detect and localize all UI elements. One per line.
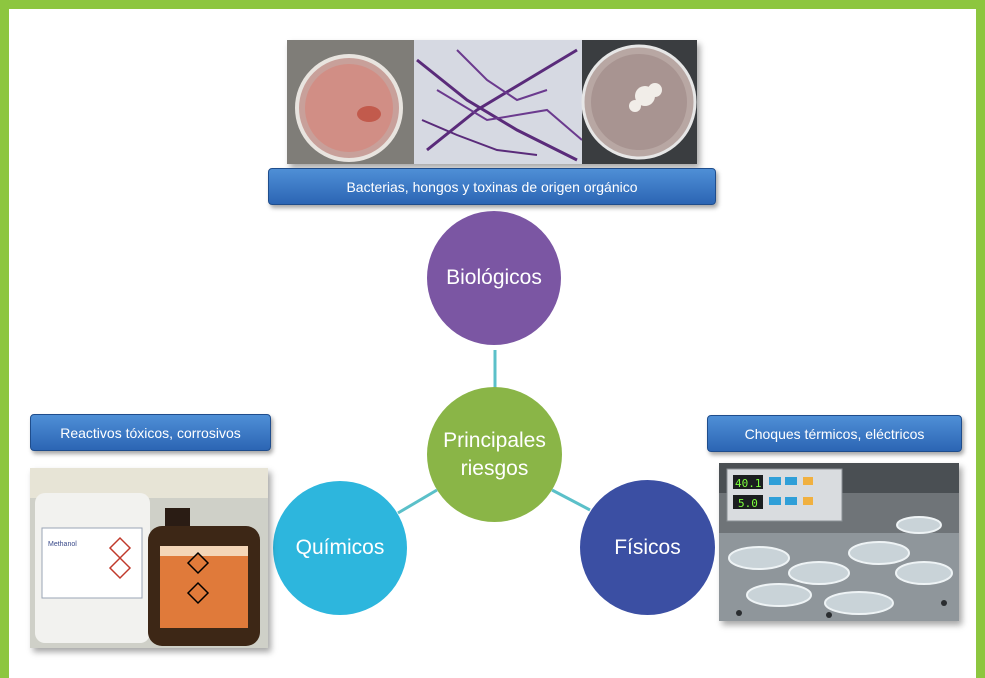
- phys-caption: Choques térmicos, eléctricos: [707, 415, 962, 452]
- center-node: Principales riesgos: [427, 387, 562, 522]
- fisicos-label: Físicos: [614, 535, 681, 559]
- incubator-display-2: 5.0: [738, 497, 758, 510]
- petri-dish-and-fungal-hyphae-photo: [287, 40, 697, 164]
- bio-photo-strip: [287, 40, 697, 164]
- connector-phys: [551, 488, 591, 512]
- chemical-reagent-bottles-photo: Methanol: [30, 468, 268, 648]
- chem-photo: Methanol: [30, 468, 268, 648]
- bottle-label-name: Methanol: [48, 541, 77, 548]
- biologicos-label: Biológicos: [446, 266, 542, 289]
- phys-photo: 40.1 5.0: [719, 463, 959, 621]
- fisicos-node: Físicos: [580, 480, 715, 615]
- chem-caption: Reactivos tóxicos, corrosivos: [30, 414, 271, 451]
- quimicos-label: Químicos: [295, 536, 385, 559]
- incubator-display-1: 40.1: [735, 477, 762, 490]
- quimicos-node: Químicos: [273, 481, 407, 615]
- bio-caption: Bacterias, hongos y toxinas de origen or…: [268, 168, 716, 205]
- connector-chem: [397, 488, 438, 515]
- center-label-line2: riesgos: [460, 456, 529, 480]
- biologicos-node: Biológicos: [427, 211, 561, 345]
- center-label-line1: Principales: [443, 428, 546, 452]
- incubator-with-petri-dishes-photo: 40.1 5.0: [719, 463, 959, 621]
